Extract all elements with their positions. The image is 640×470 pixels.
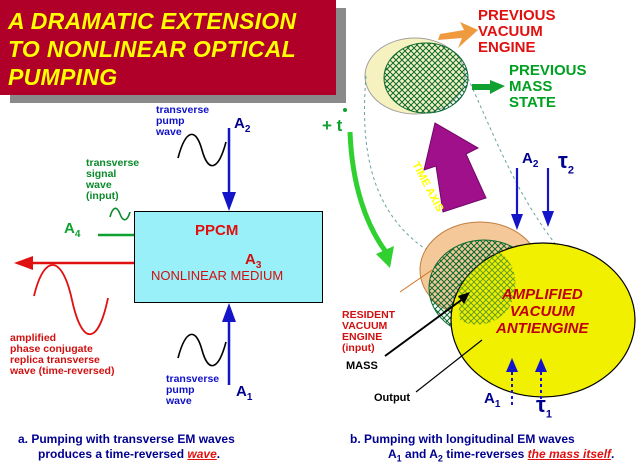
signal-label: transverse signal wave (input) (86, 157, 140, 202)
output-arrowhead (14, 256, 33, 270)
caption-a: a. Pumping with transverse EM waves prod… (18, 432, 235, 461)
a3-label: A3 (245, 251, 262, 271)
plus-t-arrowhead (376, 246, 394, 268)
a1-label-right: A1 (484, 390, 501, 410)
medium-description: NONLINEAR MEDIUM (151, 268, 284, 283)
a1-label-left: A1 (236, 383, 253, 403)
resident-engine-label: RESIDENT VACUUM ENGINE (input) (342, 309, 396, 354)
title-line-1: A DRAMATIC EXTENSION (8, 8, 297, 34)
previous-engine-label: PREVIOUS VACUUM ENGINE (478, 7, 556, 56)
tau1-label: τ1 (536, 392, 552, 421)
mass-leader (384, 297, 465, 357)
previous-mass-label: PREVIOUS MASS STATE (509, 62, 587, 111)
a2-pump-arrowhead (511, 214, 523, 230)
tau2-pump-arrowhead (542, 211, 554, 227)
mass-leader-head (458, 292, 470, 304)
amplified-wave (33, 264, 109, 335)
time-axis-arrow (423, 122, 487, 213)
ppcm-medium: PPCM NONLINEAR MEDIUM (134, 211, 323, 303)
plus-t-dot (343, 108, 347, 112)
previous-mass-disc (383, 42, 469, 114)
top-pump-arrowhead (222, 192, 236, 211)
resident-leader (399, 269, 433, 293)
signal-wave (109, 207, 131, 221)
caption-b: b. Pumping with longitudinal EM waves A1… (350, 432, 615, 464)
bottom-pump-wave (177, 333, 227, 367)
previous-engine-arrow (438, 22, 478, 48)
antiengine-label: AMPLIFIED VACUUM ANTIENGINE (496, 286, 589, 337)
tau2-label: τ2 (558, 148, 574, 177)
output-leader (415, 339, 483, 393)
translation-outline-right (467, 77, 561, 251)
top-pump-wave (177, 133, 227, 167)
bottom-pump-arrowhead (222, 303, 236, 322)
plus-t-label: + t (322, 116, 343, 135)
a4-label: A4 (64, 220, 81, 240)
title-banner: A DRAMATIC EXTENSION TO NONLINEAR OPTICA… (0, 0, 336, 95)
plus-t-curve (347, 131, 389, 254)
top-pump-label: transverse pump wave (156, 104, 210, 138)
a1-dotted-arrowhead (506, 358, 518, 372)
translation-outline-left (364, 75, 441, 259)
amplified-label: amplified phase conjugate replica transv… (10, 332, 115, 377)
title-line-2: TO NONLINEAR OPTICAL (8, 36, 296, 62)
previous-mass-arrow (472, 80, 505, 94)
mass-overlay (455, 246, 516, 325)
a2-label-left: A2 (234, 115, 251, 135)
a2-label-right: A2 (522, 150, 539, 170)
bottom-pump-label: transverse pump wave (166, 373, 220, 407)
tau1-dotted-arrowhead (535, 358, 547, 372)
output-label: Output (374, 392, 411, 404)
ppcm-title: PPCM (195, 222, 239, 239)
title-line-3: PUMPING (8, 64, 118, 90)
mass-label: MASS (346, 360, 378, 372)
